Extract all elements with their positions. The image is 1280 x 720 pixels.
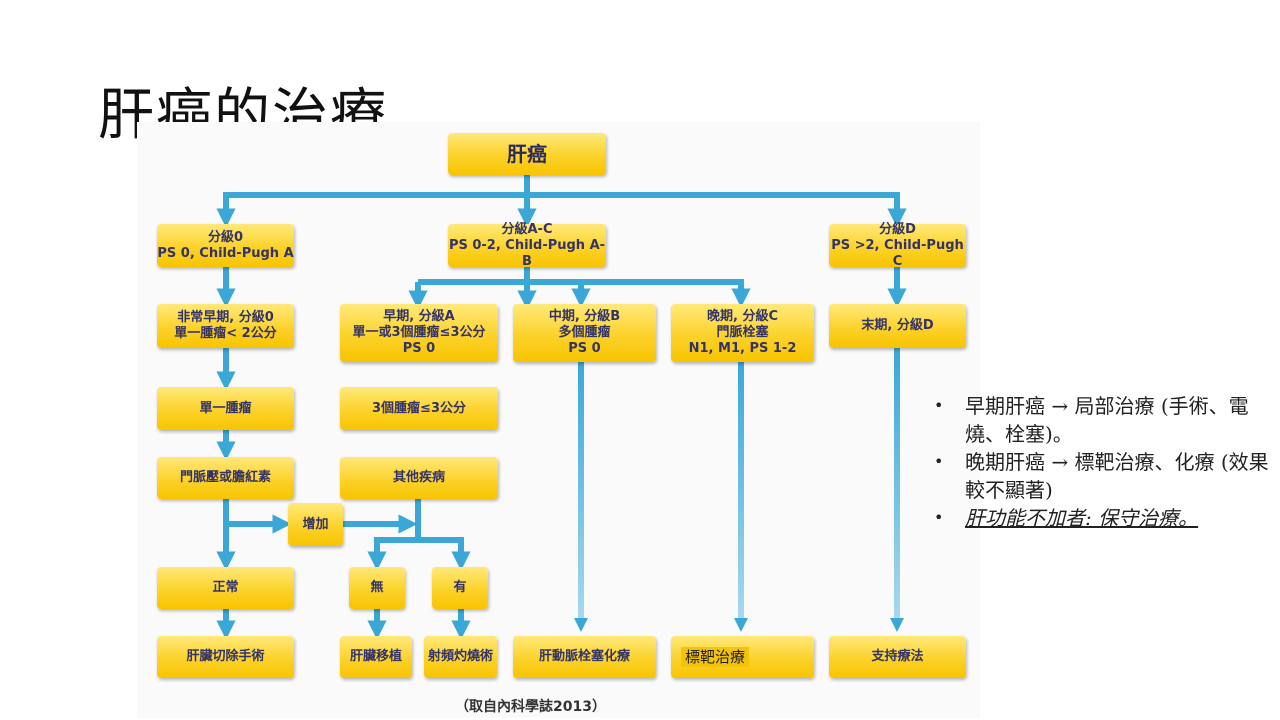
node-single-tumor: 單一腫瘤 <box>157 387 294 430</box>
node-other-diseases: 其他疾病 <box>340 457 498 499</box>
node-advanced: 晚期, 分級C 門脈栓塞 N1, M1, PS 1-2 <box>671 304 814 362</box>
node-early: 早期, 分級A 單一或3個腫瘤≤3公分 PS 0 <box>340 304 498 362</box>
note-item: 早期肝癌 → 局部治療 (手術、電燒、栓塞)。 <box>930 392 1275 448</box>
node-three-tumors: 3個腫瘤≤3公分 <box>340 387 498 430</box>
notes-list: 早期肝癌 → 局部治療 (手術、電燒、栓塞)。 晚期肝癌 → 標靶治療、化療 (… <box>930 392 1275 532</box>
note-item: 肝功能不加者: 保守治療。 <box>930 504 1275 532</box>
node-no: 無 <box>349 567 405 609</box>
node-rfa: 射頻灼燒術 <box>424 636 497 678</box>
node-targeted: 標靶治療 <box>671 636 814 678</box>
note-item: 晚期肝癌 → 標靶治療、化療 (效果較不顯著) <box>930 448 1275 504</box>
node-transplant: 肝臟移植 <box>340 636 412 678</box>
node-resection: 肝臟切除手術 <box>157 636 294 678</box>
node-terminal: 末期, 分級D <box>829 304 966 348</box>
node-portal-pressure: 門脈壓或膽紅素 <box>157 457 294 499</box>
node-stage-a-c: 分級A-C PS 0-2, Child-Pugh A-B <box>448 221 606 269</box>
node-supportive: 支持療法 <box>829 636 966 678</box>
node-liver-cancer: 肝癌 <box>448 133 606 175</box>
node-increased: 增加 <box>288 503 343 546</box>
node-stage-0: 分級0 PS 0, Child-Pugh A <box>157 224 294 267</box>
node-normal: 正常 <box>157 567 294 609</box>
node-targeted-label: 標靶治療 <box>681 647 750 667</box>
node-yes: 有 <box>432 567 488 609</box>
node-very-early: 非常早期, 分級0 單一腫瘤< 2公分 <box>157 304 294 348</box>
source-citation: （取自內科學誌2013） <box>455 699 606 715</box>
node-tace: 肝動脈栓塞化療 <box>513 636 656 678</box>
node-intermediate: 中期, 分級B 多個腫瘤 PS 0 <box>513 304 656 362</box>
node-stage-d: 分級D PS >2, Child-Pugh C <box>829 222 966 269</box>
